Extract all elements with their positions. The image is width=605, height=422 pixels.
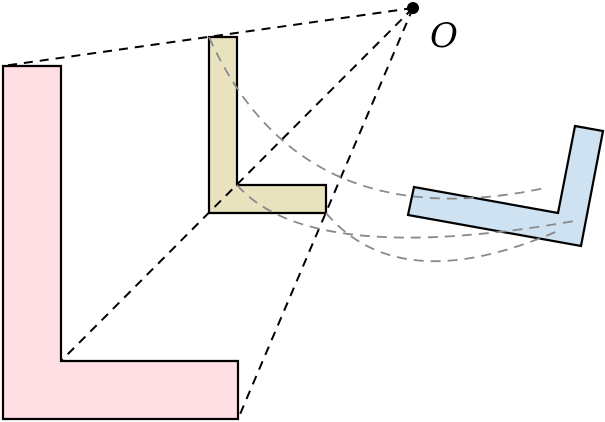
rotation-arc-outer (208, 36, 546, 200)
ray-to-top-left (2, 7, 414, 67)
rotated-l-shape (406, 124, 605, 248)
ray-to-bottom-right (237, 7, 414, 420)
rotation-arc-inner (325, 212, 561, 263)
origin-label: O (430, 16, 458, 56)
ray-to-inner-corner (60, 7, 414, 362)
origin-point (407, 2, 419, 14)
large-l-shape (1, 64, 240, 421)
